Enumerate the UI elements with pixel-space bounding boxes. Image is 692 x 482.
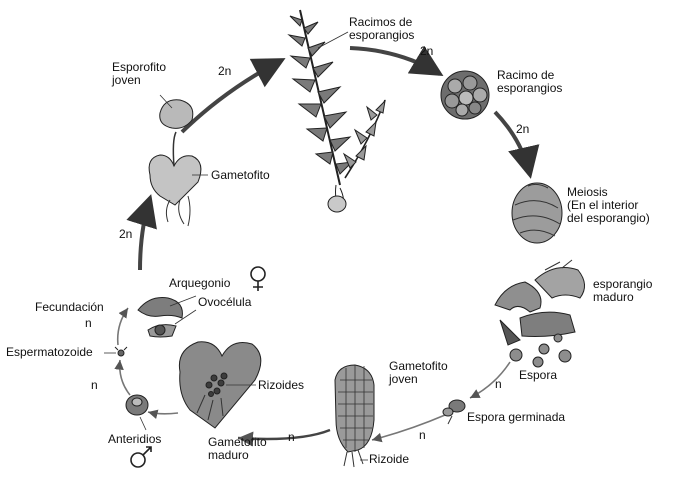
label-fecundacion: Fecundación — [35, 300, 104, 314]
label-anteridios: Anteridios — [108, 432, 162, 446]
ploidy-right-upper: 2n — [516, 122, 530, 136]
female-symbol-icon — [250, 266, 266, 291]
germinated-spore-illustration — [442, 399, 466, 425]
arrow-maduro-to-anteridio — [147, 409, 179, 419]
label-racimo-de-esporangios: Racimo de esporangios — [497, 68, 563, 95]
mature-gametophyte-illustration — [178, 341, 262, 429]
arrow-anteridio-to-esperma — [114, 359, 131, 396]
arrow-fern-to-racimo — [349, 45, 444, 77]
ploidy-espora-germinada: n — [419, 428, 426, 442]
ploidy-left: 2n — [119, 227, 133, 241]
antheridium-illustration — [125, 394, 149, 416]
label-esporangio-maduro: esporangio maduro — [593, 277, 653, 304]
label-esporofito-joven: Esporofito joven — [112, 60, 167, 87]
male-symbol-icon — [130, 446, 152, 468]
arrow-bottom-to-gametofito — [237, 428, 331, 447]
label-espermatozoide: Espermatozoide — [6, 345, 93, 359]
arrow-racimo-to-meiosis — [493, 110, 540, 179]
gametophyte-with-young-sporophyte-illustration — [148, 99, 202, 227]
arrow-espora-down — [469, 361, 511, 399]
arrow-left-up — [126, 194, 157, 271]
ploidy-top-right: 2n — [420, 44, 434, 58]
label-arquegonio: Arquegonio — [169, 276, 231, 290]
ploidy-espora: n — [495, 377, 502, 391]
arrow-esperma-to-fecundacion — [116, 307, 129, 346]
sperm-illustration — [114, 346, 128, 357]
ploidy-top-left: 2n — [218, 64, 232, 78]
label-espora: Espora — [519, 368, 558, 382]
ploidy-bottom: n — [288, 430, 295, 444]
label-rizoides: Rizoides — [258, 378, 305, 392]
arrow-gametofito-to-fern — [180, 58, 286, 134]
label-rizoide: Rizoide — [369, 452, 410, 466]
ploidy-fecundacion: n — [85, 316, 92, 330]
label-gametofito: Gametofito — [211, 168, 270, 182]
meiosis-sporangium-illustration — [511, 182, 563, 244]
label-gametofito-joven: Gametofito joven — [389, 359, 448, 386]
label-meiosis: Meiosis (En el interior del esporangio) — [567, 185, 650, 225]
arrow-germinada-left — [371, 414, 446, 443]
young-gametophyte-illustration — [334, 364, 375, 468]
mature-sporangium-illustration — [494, 259, 585, 346]
label-ovocelula: Ovocélula — [198, 295, 252, 309]
label-espora-germinada: Espora germinada — [467, 410, 566, 424]
ploidy-anteridios: n — [91, 378, 98, 392]
cycle-arrows — [126, 45, 540, 447]
sporangia-cluster-illustration — [440, 70, 490, 120]
archegonium-illustration — [137, 297, 183, 338]
label-gametofito-maduro: Gametofito maduro — [208, 435, 267, 462]
fern-sporophyte-illustration — [287, 9, 386, 213]
spores-illustration — [509, 333, 572, 368]
label-racimos-de-esporangios: Racimos de esporangios — [349, 15, 415, 42]
